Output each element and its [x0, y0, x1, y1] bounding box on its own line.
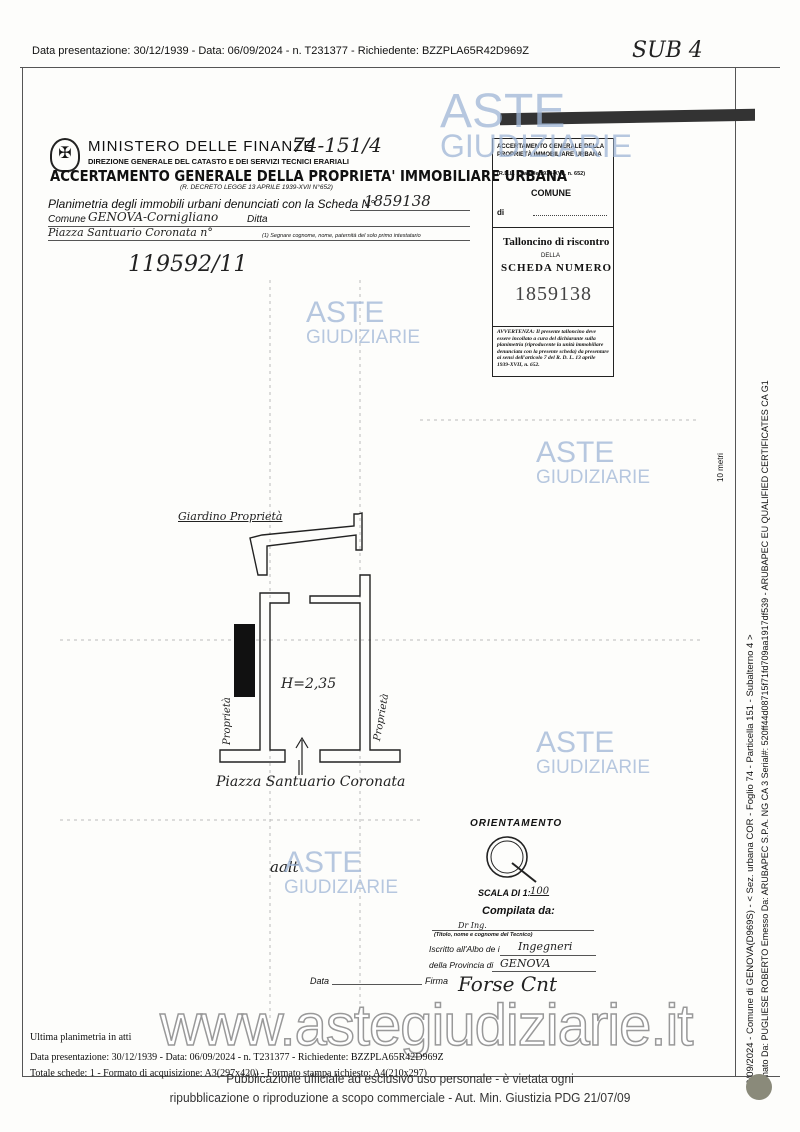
- decree: (R. DECRETO LEGGE 13 APRILE 1939-XVII N°…: [180, 184, 333, 191]
- tallon-comune: COMUNE: [531, 188, 571, 198]
- redaction-block: [234, 624, 255, 697]
- orientation-title: ORIENTAMENTO: [470, 818, 563, 829]
- state-emblem-icon: ✠: [50, 138, 80, 172]
- albo-value: Ingegneri: [518, 940, 573, 953]
- albo-label: Iscritto all'Albo de i: [429, 944, 500, 954]
- tallon-scheda: SCHEDA NUMERO: [501, 262, 613, 274]
- handwritten-ref: 119592/11: [128, 252, 248, 277]
- grid-lines: [60, 280, 700, 1020]
- talloncino-box: ACCERTAMENTO GENERALE DELLA PROPRIETÀ IM…: [492, 138, 614, 377]
- wm-line1: ASTE: [536, 726, 615, 759]
- rule: [492, 971, 596, 972]
- left-property-label: Proprietà: [222, 697, 233, 745]
- garden-label: Giardino Proprietà: [178, 510, 283, 523]
- planimetria-label: Planimetria degli immobili urbani denunc…: [48, 197, 375, 211]
- ministry-handwritten: 74-151/4: [292, 133, 382, 157]
- tallon-number: 1859138: [515, 283, 592, 305]
- tallon-divider: [493, 326, 613, 327]
- rule: [432, 930, 594, 931]
- tallon-di-line: [533, 215, 607, 216]
- dr-ing: Dr Ing.: [458, 921, 487, 930]
- wm-line2: GIUDIZIARIE: [306, 327, 421, 348]
- data-label: Data: [310, 976, 330, 986]
- wm-line2: GIUDIZIARIE: [284, 877, 399, 898]
- rule: [332, 984, 422, 985]
- provincia-label: della Provincia di: [429, 960, 494, 970]
- footnote: (1) Segnare cognome, nome, paternità del…: [262, 233, 421, 239]
- rule: [500, 955, 596, 956]
- street-label: Piazza Santuario Coronata: [216, 774, 406, 790]
- rule: [350, 210, 470, 211]
- cadastral-reference: 06/09/2024 - Comune di GENOVA(D969S) - <…: [745, 634, 756, 1090]
- wm-line2: GIUDIZIARIE: [536, 757, 651, 778]
- scale-meters: 10 metri: [716, 453, 725, 482]
- ditta-label: Ditta: [247, 214, 268, 225]
- seal-icon: [746, 1074, 772, 1100]
- walls: [219, 512, 401, 763]
- scheda-number: 1859138: [364, 192, 431, 210]
- signature: Forse Cnt: [458, 972, 558, 996]
- height-label: H=2,35: [281, 676, 337, 692]
- footer-info-2: Totale schede: 1 - Formato di acquisizio…: [30, 1068, 427, 1079]
- handwritten-sub: SUB 4: [632, 38, 703, 63]
- compass-icon: [486, 836, 537, 883]
- frame-top: [20, 67, 780, 68]
- footer-info-1: Data presentazione: 30/12/1939 - Data: 0…: [30, 1052, 444, 1063]
- frame-left: [22, 67, 23, 1077]
- wm-line1: ASTE: [284, 846, 363, 879]
- firma-label: Firma: [425, 976, 448, 986]
- compiled-by: Compilata da:: [482, 905, 555, 917]
- tallon-warning: AVVERTENZA: Il presente talloncino deve …: [497, 329, 609, 369]
- wm-line2: GIUDIZIARIE: [536, 467, 651, 488]
- rule: [48, 240, 470, 241]
- warning-title: AVVERTENZA:: [497, 329, 535, 335]
- tallon-title: Talloncino di riscontro: [503, 236, 610, 248]
- digital-signature-info: Firmato Da: PUGLIESE ROBERTO Emesso Da: …: [760, 380, 770, 1090]
- top-info: Data presentazione: 30/12/1939 - Data: 0…: [32, 45, 529, 57]
- technician-caption: (Titolo, nome e cognome del Tecnico): [434, 932, 533, 938]
- directorate: DIREZIONE GENERALE DEL CATASTO E DEI SER…: [88, 157, 349, 166]
- handwritten-note: aalt: [270, 858, 299, 876]
- ministry: MINISTERO DELLE FINANZE: [88, 138, 315, 155]
- form-title: ACCERTAMENTO GENERALE DELLA PROPRIETA' I…: [50, 167, 568, 185]
- website-watermark: www.astegiudiziarie.it: [159, 992, 694, 1059]
- comune-label: Comune: [48, 214, 86, 225]
- wm-line1: ASTE: [306, 296, 385, 329]
- wm-line2: GIUDIZIARIE: [440, 128, 633, 164]
- frame-right: [735, 67, 736, 1077]
- notice-line-1: Pubblicazione ufficiale ad esclusivo uso…: [226, 1071, 574, 1086]
- tallon-header: ACCERTAMENTO GENERALE DELLA PROPRIETÀ IM…: [497, 144, 604, 158]
- scale-value: 100: [530, 886, 550, 897]
- warning-text: Il presente talloncino deve essere incol…: [497, 329, 609, 368]
- rule: [48, 226, 470, 227]
- last-plan-label: Ultima planimetria in atti: [30, 1032, 132, 1043]
- tallon-decree: (R.D.L. 13 aprile 1939-XVII, n. 652): [497, 171, 586, 177]
- scale-label: SCALA DI 1:: [478, 888, 531, 898]
- provincia-value: GENOVA: [500, 957, 551, 970]
- wm-line1: ASTE: [440, 85, 566, 138]
- comune-value: GENOVA-Cornigliano: [88, 210, 219, 224]
- notice-line-2: ripubblicazione o riproduzione a scopo c…: [169, 1090, 631, 1105]
- tallon-divider: [493, 227, 613, 228]
- address: Piazza Santuario Coronata n°: [48, 226, 213, 239]
- frame-bottom: [22, 1076, 780, 1077]
- wm-line1: ASTE: [536, 436, 615, 469]
- tallon-della: DELLA: [541, 253, 561, 259]
- tallon-di: di: [497, 208, 505, 217]
- entrance-arrow-icon: [295, 736, 309, 775]
